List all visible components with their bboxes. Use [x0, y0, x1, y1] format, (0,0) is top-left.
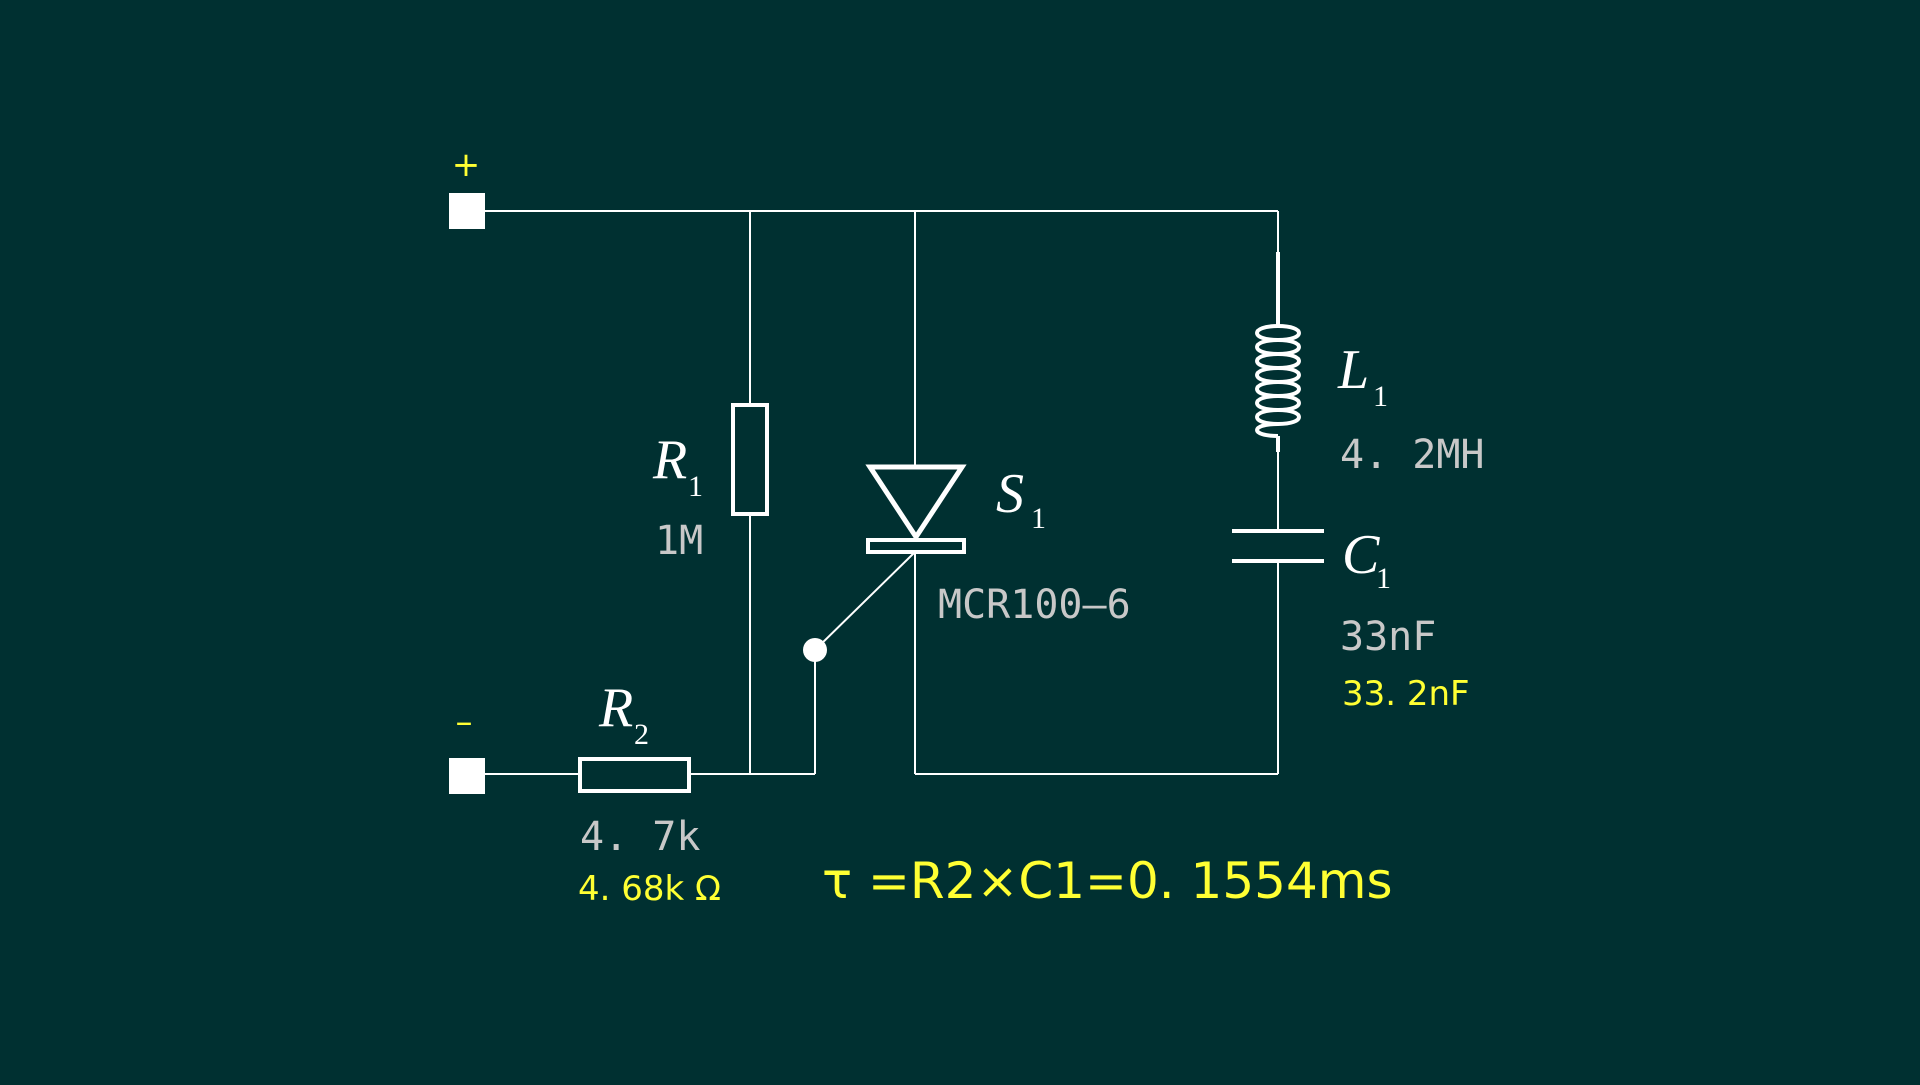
positive-sign: +	[452, 145, 481, 185]
c1-index: 1	[1376, 562, 1391, 595]
negative-sign: –	[456, 702, 473, 742]
positive-terminal[interactable]	[449, 193, 485, 229]
c1-measured-value: 33. 2nF	[1342, 674, 1470, 714]
wires	[485, 210, 1279, 775]
s1-triangle	[865, 464, 967, 542]
resistor-r1[interactable]: R 1 1M	[652, 403, 769, 564]
c1-value: 33nF	[1340, 614, 1436, 660]
l1-index: 1	[1373, 380, 1388, 413]
r1-index: 1	[688, 470, 703, 503]
l1-value: 4. 2MH	[1340, 432, 1485, 478]
negative-terminal[interactable]	[449, 758, 485, 794]
s1-index: 1	[1031, 502, 1046, 535]
r2-letter: R	[598, 677, 633, 739]
time-constant-formula: τ =R2×C1=0. 1554ms	[822, 852, 1393, 910]
resistor-r2[interactable]: R 2 4. 7k 4. 68k Ω	[578, 677, 721, 909]
thyristor-s1[interactable]: S 1 MCR100–6	[803, 463, 1131, 662]
capacitor-c1[interactable]: C 1 33nF 33. 2nF	[1232, 524, 1470, 714]
s1-cathode-bar	[866, 538, 966, 554]
r2-measured-value: 4. 68k Ω	[578, 869, 721, 909]
r2-value: 4. 7k	[580, 814, 700, 860]
l1-letter: L	[1337, 339, 1369, 401]
c1-letter: C	[1342, 524, 1380, 586]
r2-index: 2	[634, 718, 649, 751]
gate-diagonal-wire	[814, 551, 916, 651]
l1-coil	[1255, 324, 1301, 438]
gate-node	[803, 638, 827, 662]
inductor-l1[interactable]: L 1 4. 2MH	[1255, 252, 1485, 478]
r1-value: 1M	[655, 518, 703, 564]
r1-body	[731, 403, 769, 516]
s1-letter: S	[996, 463, 1024, 525]
s1-part-number: MCR100–6	[938, 582, 1131, 628]
r2-body	[578, 757, 691, 793]
r1-letter: R	[652, 429, 687, 491]
